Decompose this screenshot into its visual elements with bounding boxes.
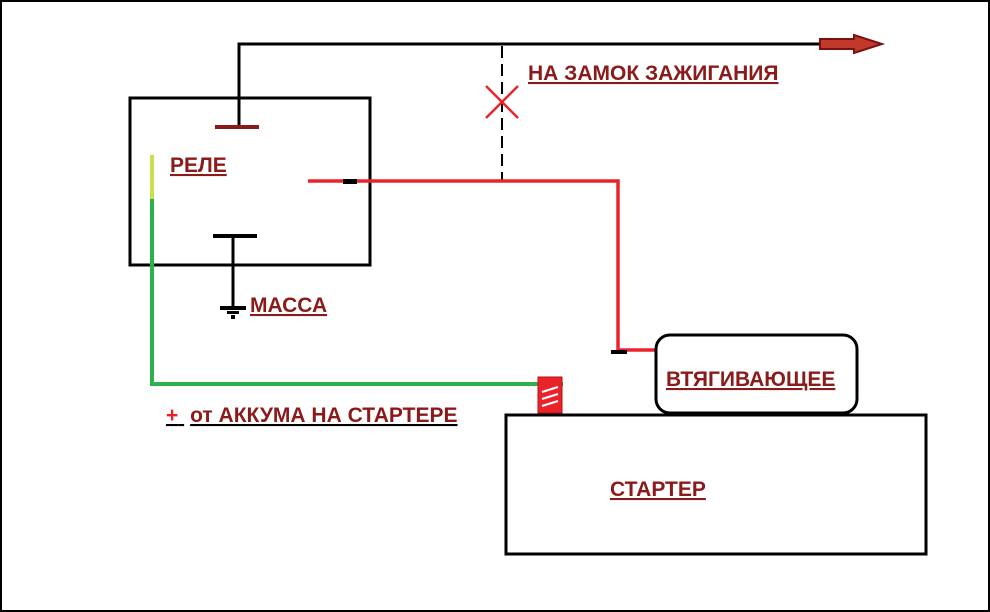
ignition-label: НА ЗАМОК ЗАЖИГАНИЯ bbox=[528, 62, 778, 85]
starter-box bbox=[504, 413, 928, 556]
ground-symbol-icon bbox=[220, 306, 246, 319]
red-wire bbox=[308, 179, 655, 352]
starter-label: СТАРТЕР bbox=[610, 478, 706, 501]
solenoid-box bbox=[654, 333, 859, 415]
solenoid-label: ВТЯГИВАЮЩЕЕ bbox=[666, 368, 835, 391]
relay-terminal-top bbox=[215, 125, 259, 129]
battery-label: + от АККУМА НА СТАРТЕРЕ bbox=[166, 404, 457, 427]
relay-terminal-right bbox=[343, 179, 357, 184]
battery-terminal-icon bbox=[537, 376, 563, 414]
green-wire bbox=[150, 199, 563, 386]
battery-text: от АККУМА НА СТАРТЕРЕ bbox=[190, 404, 457, 427]
ground-label: МАССА bbox=[250, 294, 327, 317]
ignition-wire bbox=[237, 42, 830, 127]
arrow-right-icon bbox=[819, 33, 886, 55]
battery-plus: + bbox=[166, 404, 178, 427]
relay-label: РЕЛЕ bbox=[170, 154, 227, 177]
x-cross-icon bbox=[485, 85, 519, 119]
solenoid-terminal bbox=[611, 350, 627, 354]
